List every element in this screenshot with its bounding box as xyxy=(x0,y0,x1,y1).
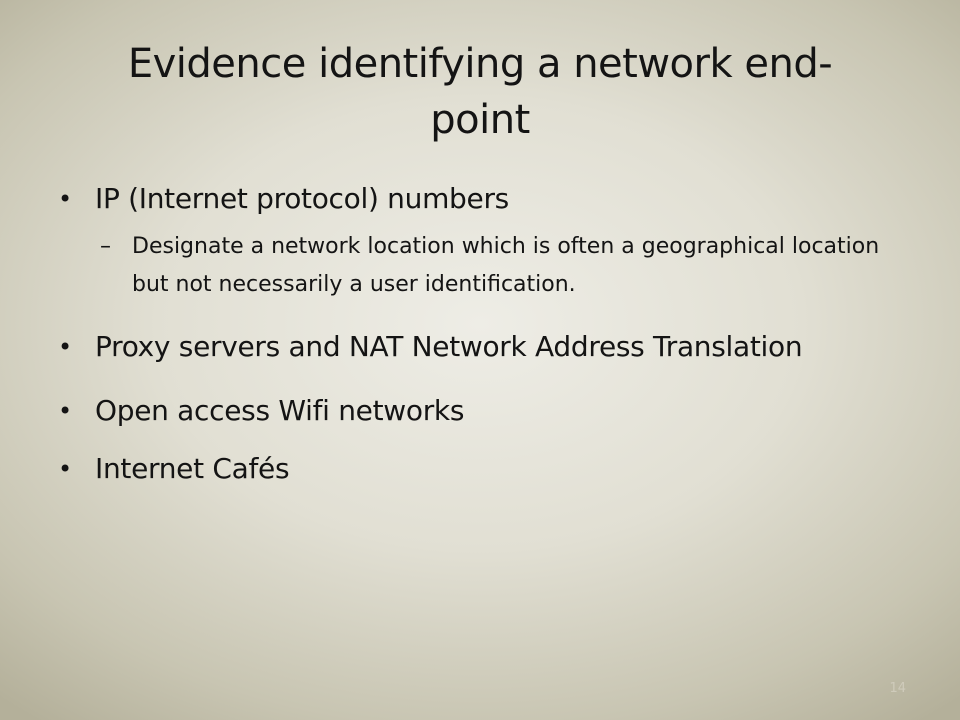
bullet-text: Internet Cafés xyxy=(95,452,290,485)
bullet-internet-cafes: • Internet Cafés xyxy=(58,448,908,490)
sub-bullet-text: Designate a network location which is of… xyxy=(132,234,880,297)
bullet-text: Proxy servers and NAT Network Address Tr… xyxy=(95,330,803,363)
bullet-text: IP (Internet protocol) numbers xyxy=(95,182,509,215)
slide-content: • IP (Internet protocol) numbers – Desig… xyxy=(58,178,908,490)
bullet-dot-icon: • xyxy=(58,455,72,483)
bullet-text: Open access Wifi networks xyxy=(95,394,465,427)
bullet-proxy-nat: • Proxy servers and NAT Network Address … xyxy=(58,326,908,368)
slide-number: 14 xyxy=(889,681,906,696)
slide-title: Evidence identifying a network end-point xyxy=(127,41,833,143)
bullet-open-wifi: • Open access Wifi networks xyxy=(58,390,908,432)
bullet-ip-numbers: • IP (Internet protocol) numbers xyxy=(58,178,908,220)
sub-bullet-ip-description: – Designate a network location which is … xyxy=(58,228,908,304)
bullet-dot-icon: • xyxy=(58,185,72,213)
dash-icon: – xyxy=(100,234,111,259)
bullet-dot-icon: • xyxy=(58,397,72,425)
bullet-dot-icon: • xyxy=(58,333,72,361)
